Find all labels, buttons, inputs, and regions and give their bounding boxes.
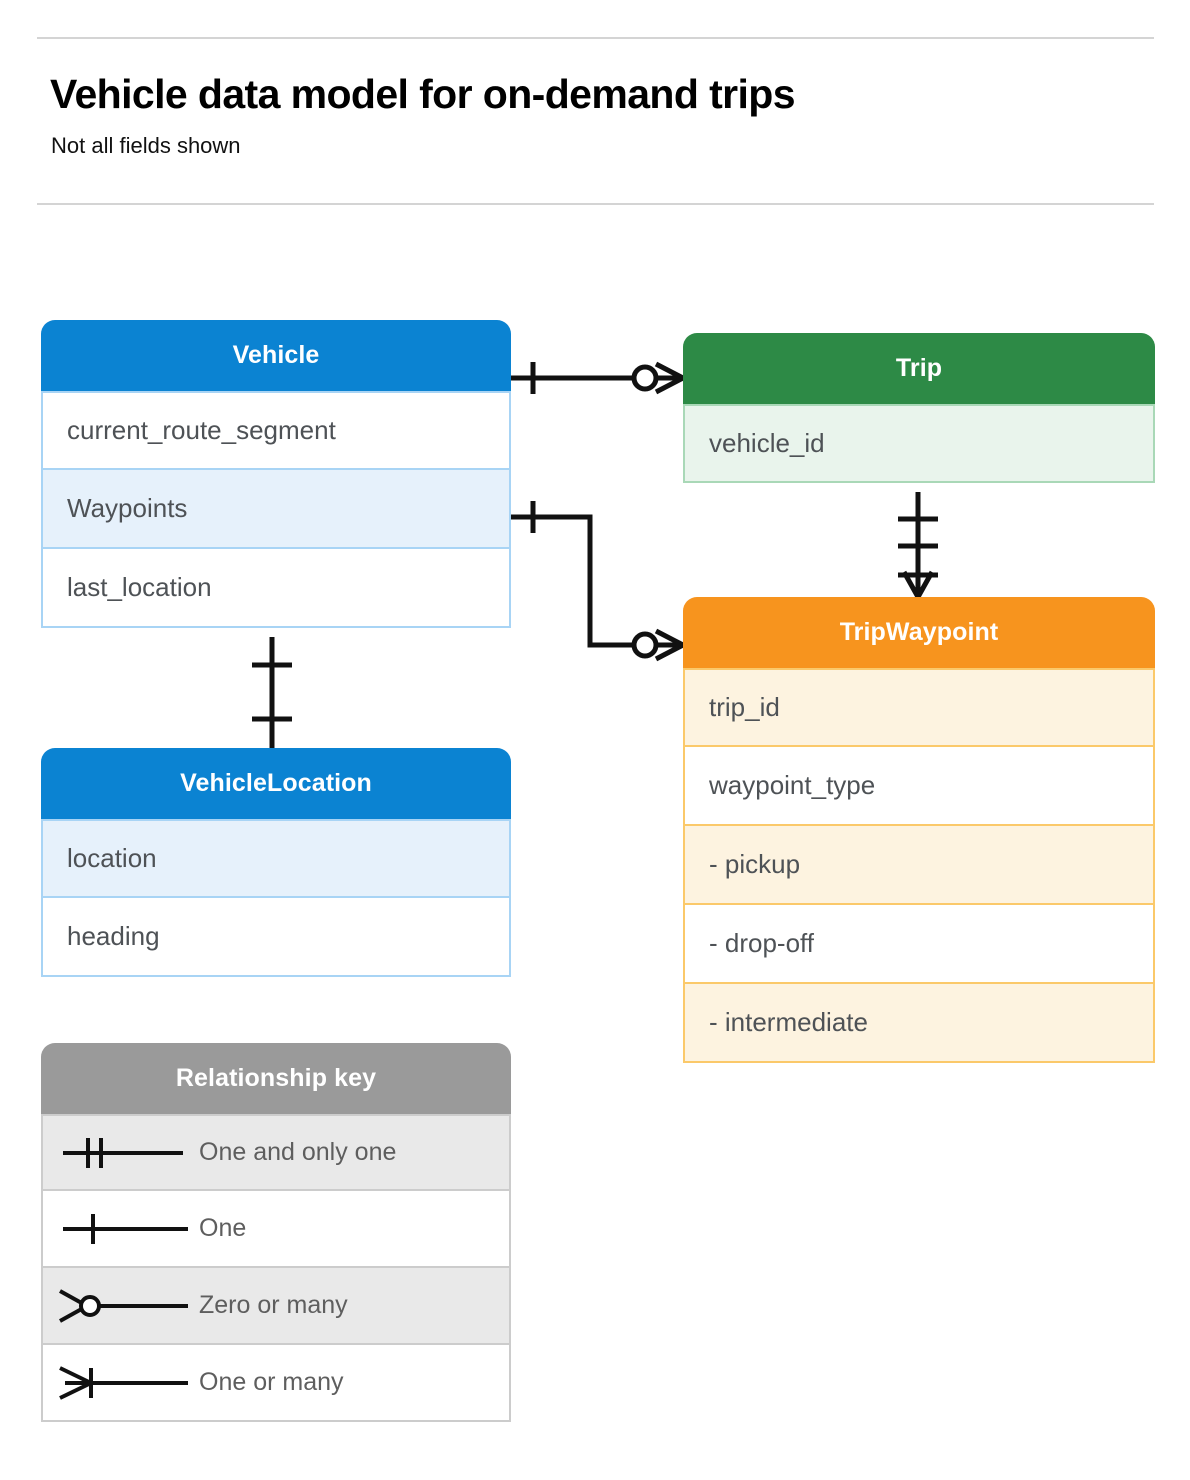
entity-tripwaypoint-title: TripWaypoint	[683, 597, 1155, 668]
relationship-key-title: Relationship key	[41, 1043, 511, 1114]
connector-trip-to-tripwaypoint	[898, 492, 938, 599]
page-title: Vehicle data model for on-demand trips	[50, 71, 796, 117]
entity-tripwaypoint-value-pickup[interactable]: - pickup	[683, 826, 1155, 905]
entity-tripwaypoint-value-drop-off[interactable]: - drop-off	[683, 905, 1155, 984]
connector-waypoints-to-tripwaypoint	[511, 501, 685, 662]
connector-vehicle-to-trip	[511, 361, 685, 395]
page-subtitle: Not all fields shown	[51, 133, 241, 158]
zero-or-many-icon	[43, 1267, 199, 1344]
one-or-many-icon	[43, 1344, 199, 1421]
legend-label-zero-or-many: Zero or many	[199, 1291, 348, 1319]
entity-tripwaypoint-field-trip-id[interactable]: trip_id	[683, 668, 1155, 747]
legend-label-one: One	[199, 1214, 247, 1242]
entity-vehicle-field-last-location[interactable]: last_location	[41, 549, 511, 628]
legend-label-one-and-only-one: One and only one	[199, 1138, 397, 1166]
legend-item-one-and-only-one: One and only one	[41, 1114, 511, 1191]
entity-vehicle-field-waypoints[interactable]: Waypoints	[41, 470, 511, 549]
entity-trip-field-vehicle-id[interactable]: vehicle_id	[683, 404, 1155, 483]
entity-tripwaypoint-value-intermediate[interactable]: - intermediate	[683, 984, 1155, 1063]
one-icon	[43, 1190, 199, 1267]
relationship-key-legend: Relationship key One and only one	[41, 1043, 511, 1422]
entity-vehicle[interactable]: Vehicle current_route_segment Waypoints …	[41, 320, 511, 628]
entity-tripwaypoint[interactable]: TripWaypoint trip_id waypoint_type - pic…	[683, 597, 1155, 1063]
entity-trip-title: Trip	[683, 333, 1155, 404]
legend-item-one: One	[41, 1191, 511, 1268]
one-and-only-one-icon	[43, 1114, 199, 1191]
entity-vehicle-location-title: VehicleLocation	[41, 748, 511, 819]
legend-item-zero-or-many: Zero or many	[41, 1268, 511, 1345]
entity-vehicle-location-field-heading[interactable]: heading	[41, 898, 511, 977]
header-divider-top	[37, 37, 1154, 39]
entity-vehicle-field-current-route-segment[interactable]: current_route_segment	[41, 391, 511, 470]
header-divider-bottom	[37, 203, 1154, 205]
connector-vehicle-to-vehiclelocation	[252, 637, 292, 748]
entity-tripwaypoint-field-waypoint-type[interactable]: waypoint_type	[683, 747, 1155, 826]
entity-vehicle-location[interactable]: VehicleLocation location heading	[41, 748, 511, 977]
entity-vehicle-location-field-location[interactable]: location	[41, 819, 511, 898]
legend-label-one-or-many: One or many	[199, 1368, 344, 1396]
entity-vehicle-title: Vehicle	[41, 320, 511, 391]
entity-trip[interactable]: Trip vehicle_id	[683, 333, 1155, 483]
legend-item-one-or-many: One or many	[41, 1345, 511, 1422]
